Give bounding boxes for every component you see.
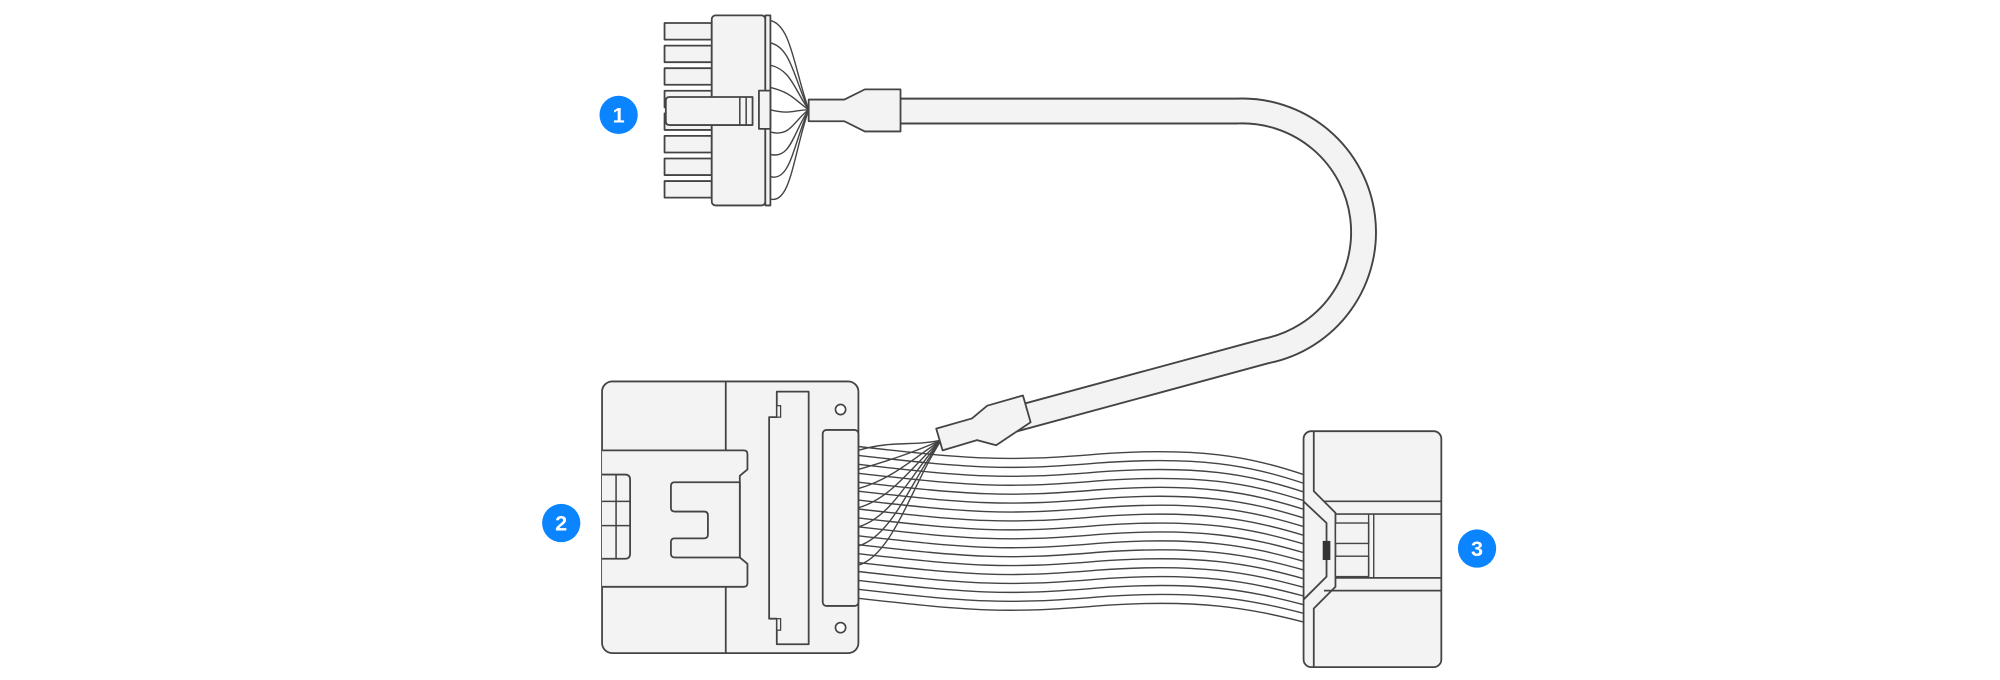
ribbon-wire — [858, 544, 1304, 571]
wire — [858, 439, 942, 566]
ribbon-wire — [858, 526, 1304, 554]
wire — [858, 439, 942, 528]
wire — [770, 42, 810, 111]
ribbon-wire — [858, 499, 1304, 528]
ribbon-wire — [858, 454, 1304, 484]
ribbon-cable — [858, 445, 1304, 623]
ribbon-wire — [858, 535, 1304, 562]
wire — [858, 439, 942, 547]
callout-3-label: 3 — [1471, 536, 1483, 561]
wire — [770, 109, 810, 200]
callout-2: 2 — [542, 503, 581, 543]
connector-2 — [601, 380, 860, 655]
ribbon-wire — [858, 463, 1304, 493]
ribbon-wire — [858, 579, 1304, 606]
connector-1-wires — [770, 19, 810, 200]
callout-2-label: 2 — [555, 511, 567, 536]
ferrule-2 — [935, 394, 1032, 452]
wire — [770, 64, 810, 111]
ferrule-1 — [807, 88, 902, 133]
wire — [770, 109, 809, 113]
callout-2-badge — [542, 503, 581, 543]
ribbon-wire — [858, 508, 1304, 536]
ribbon-wire — [858, 552, 1304, 580]
ribbon-wire — [858, 445, 1304, 476]
screw-hole — [834, 621, 847, 634]
ribbon-wire — [858, 472, 1304, 502]
ribbon-wire — [858, 570, 1304, 597]
pin — [663, 180, 713, 199]
callout-3-badge — [1457, 529, 1497, 568]
connector-2-wires — [858, 439, 942, 566]
ribbon-wire — [858, 561, 1304, 588]
ribbon-wire — [858, 597, 1304, 623]
pin — [663, 157, 713, 176]
ribbon-wire — [858, 517, 1304, 545]
callout-1-badge — [599, 95, 638, 135]
wire — [770, 19, 810, 110]
pin — [663, 22, 713, 41]
callout-3: 3 — [1457, 529, 1497, 568]
wire — [858, 439, 942, 490]
ribbon-wire — [858, 481, 1304, 510]
pin — [663, 135, 713, 154]
wire — [770, 109, 810, 156]
ribbon-wire — [858, 588, 1304, 615]
wire — [770, 86, 810, 111]
wire — [858, 439, 942, 452]
wire — [858, 439, 942, 509]
ribbon-wire — [858, 490, 1304, 519]
wire — [858, 439, 942, 471]
wire — [770, 109, 810, 134]
pin — [663, 67, 713, 86]
cable — [892, 97, 1377, 434]
wire — [770, 109, 810, 178]
connector-3 — [1302, 430, 1443, 669]
callout-1-label: 1 — [613, 103, 625, 128]
callout-1: 1 — [599, 95, 638, 135]
pin — [663, 44, 713, 64]
connector-1 — [663, 14, 902, 207]
screw-hole — [834, 403, 847, 416]
